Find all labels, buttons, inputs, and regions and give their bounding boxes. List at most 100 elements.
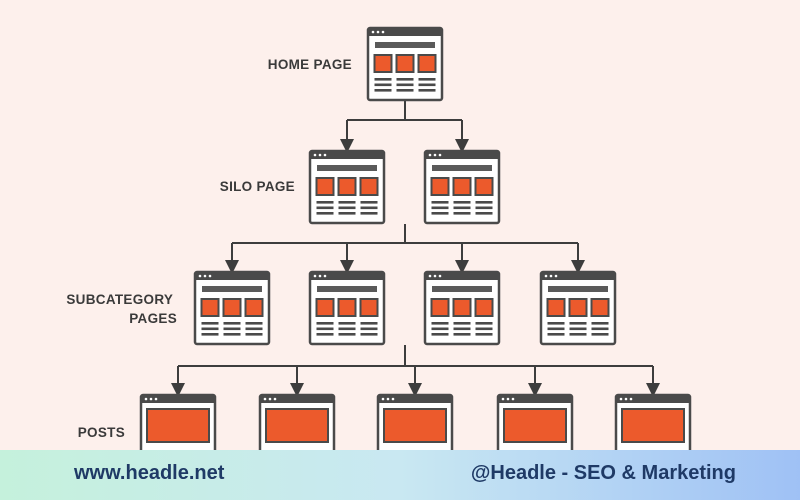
text-line xyxy=(338,322,356,325)
window-dot-icon xyxy=(198,274,202,278)
content-block xyxy=(452,177,472,196)
page-titlebar xyxy=(425,272,499,280)
text-line xyxy=(431,201,449,204)
label-subcategory-pages: SUBCATEGORY PAGES xyxy=(66,292,177,326)
text-line xyxy=(245,327,263,331)
content-block xyxy=(452,298,472,317)
silo-page-icon xyxy=(423,149,501,225)
text-line xyxy=(431,206,449,210)
page-titlebar xyxy=(368,28,442,36)
text-line xyxy=(201,327,219,331)
post-image-block xyxy=(503,408,567,443)
window-dot-icon xyxy=(263,397,267,401)
text-line xyxy=(360,212,378,215)
text-line xyxy=(360,327,378,331)
text-line xyxy=(475,201,493,204)
content-block xyxy=(373,54,393,73)
content-block xyxy=(222,298,242,317)
text-line xyxy=(453,322,471,325)
text-line xyxy=(569,333,587,336)
post-page-icon xyxy=(496,393,574,450)
window-dot-icon xyxy=(391,397,395,401)
text-line xyxy=(201,322,219,325)
window-dot-icon xyxy=(428,274,432,278)
page-titlebar xyxy=(541,272,615,280)
post-page-icon xyxy=(376,393,454,450)
window-dot-icon xyxy=(433,153,437,157)
text-line xyxy=(316,212,334,215)
text-line xyxy=(338,327,356,331)
content-block xyxy=(244,298,264,317)
window-dot-icon xyxy=(381,397,385,401)
window-dot-icon xyxy=(376,30,380,34)
text-line xyxy=(475,322,493,325)
footer-website[interactable]: www.headle.net xyxy=(74,462,225,484)
window-dot-icon xyxy=(511,397,515,401)
window-dot-icon xyxy=(506,397,510,401)
text-line xyxy=(547,333,565,336)
content-block xyxy=(359,298,379,317)
window-dot-icon xyxy=(268,397,272,401)
text-line xyxy=(396,78,414,81)
page-titlebar xyxy=(141,395,215,403)
label-silo-page: SILO PAGE xyxy=(220,179,295,194)
page-titlebar xyxy=(195,272,269,280)
content-block xyxy=(337,298,357,317)
content-block xyxy=(430,298,450,317)
page-titlebar xyxy=(378,395,452,403)
text-line xyxy=(396,89,414,92)
text-line xyxy=(547,322,565,325)
window-dot-icon xyxy=(386,397,390,401)
connector-home-to-silo xyxy=(340,101,469,153)
post-image-block xyxy=(383,408,447,443)
text-line xyxy=(431,212,449,215)
page-header-bar xyxy=(317,286,377,292)
page-header-bar xyxy=(432,286,492,292)
window-dot-icon xyxy=(624,397,628,401)
window-dot-icon xyxy=(544,274,548,278)
text-line xyxy=(475,206,493,210)
content-block xyxy=(430,177,450,196)
label-subcategory-line1: SUBCATEGORY xyxy=(66,292,173,307)
content-block xyxy=(590,298,610,317)
text-line xyxy=(475,327,493,331)
window-dot-icon xyxy=(149,397,153,401)
text-line xyxy=(338,201,356,204)
window-dot-icon xyxy=(203,274,207,278)
page-titlebar xyxy=(498,395,572,403)
post-page-icon xyxy=(139,393,217,450)
window-dot-icon xyxy=(554,274,558,278)
post-page-icon xyxy=(258,393,336,450)
window-dot-icon xyxy=(273,397,277,401)
window-dot-icon xyxy=(323,274,327,278)
text-line xyxy=(431,333,449,336)
page-header-bar xyxy=(375,42,435,48)
text-line xyxy=(360,206,378,210)
text-line xyxy=(591,322,609,325)
text-line xyxy=(418,89,436,92)
subcategory-page-icon xyxy=(539,270,617,346)
home-page-icon xyxy=(366,26,444,102)
content-block xyxy=(474,298,494,317)
window-dot-icon xyxy=(144,397,148,401)
page-titlebar xyxy=(310,151,384,159)
footer-bar: www.headle.net @Headle - SEO & Marketing xyxy=(0,450,800,500)
text-line xyxy=(475,212,493,215)
text-line xyxy=(316,322,334,325)
footer-handle: @Headle - SEO & Marketing xyxy=(470,462,736,484)
window-dot-icon xyxy=(371,30,375,34)
content-block xyxy=(315,298,335,317)
silo-page-icon xyxy=(308,149,386,225)
window-dot-icon xyxy=(154,397,158,401)
text-line xyxy=(418,83,436,87)
window-dot-icon xyxy=(428,153,432,157)
text-line xyxy=(245,322,263,325)
text-line xyxy=(591,327,609,331)
text-line xyxy=(453,201,471,204)
content-block xyxy=(474,177,494,196)
window-dot-icon xyxy=(619,397,623,401)
window-dot-icon xyxy=(318,274,322,278)
text-line xyxy=(201,333,219,336)
text-line xyxy=(475,333,493,336)
subcategory-page-icon xyxy=(193,270,271,346)
